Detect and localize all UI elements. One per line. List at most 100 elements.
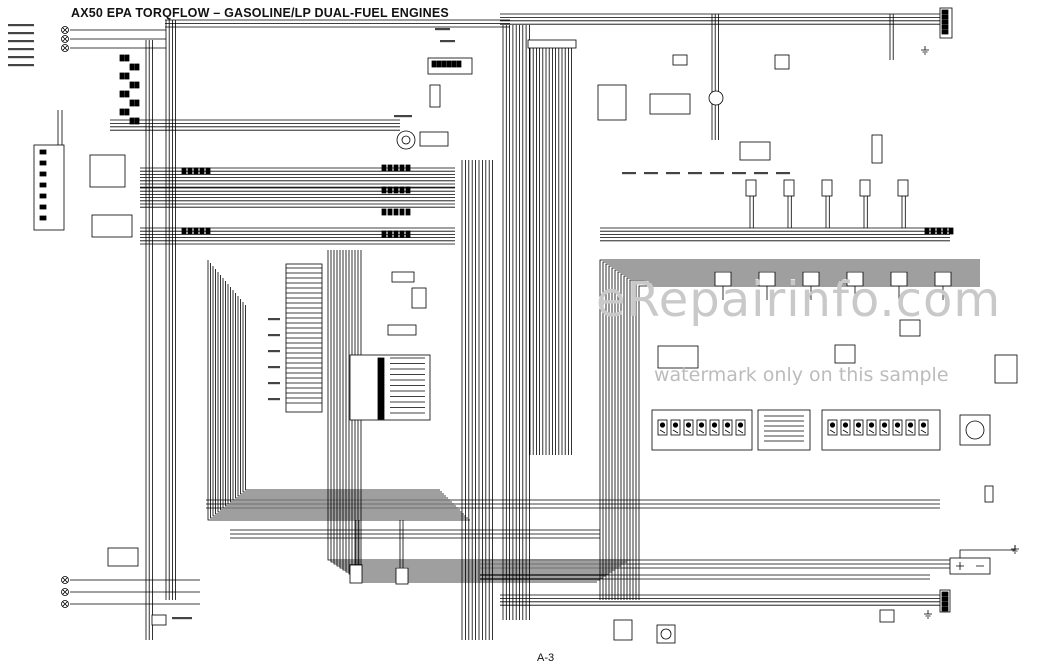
lower-left-part [151, 614, 167, 626]
connector-pin [193, 167, 199, 175]
connector-pin [205, 227, 211, 235]
sensor-connector [897, 179, 909, 197]
bottom-right-part [879, 609, 895, 623]
relay-coil [907, 422, 914, 428]
connector-pin [39, 171, 47, 177]
relay-contact [894, 429, 901, 434]
illegible-caption [644, 172, 658, 175]
battery-polarity [956, 562, 984, 570]
sensor-connector [821, 179, 833, 197]
connector-pin [181, 227, 187, 235]
relay-coil [868, 422, 875, 428]
relay-contact [842, 429, 849, 434]
relay-coil [829, 422, 836, 428]
connector-pin [119, 108, 125, 116]
connector-pin [124, 90, 130, 98]
lamp-filament [62, 601, 68, 607]
solenoid-valve [714, 271, 732, 287]
relay-coil [894, 422, 901, 428]
wire [330, 250, 627, 563]
wire [342, 250, 615, 571]
lamp-filament [62, 36, 68, 42]
alternator-symbol [965, 420, 985, 440]
connector-pin [399, 186, 405, 194]
wire [345, 250, 612, 573]
connector-pin [405, 164, 411, 172]
relay-contact [737, 429, 744, 434]
connector-pin [377, 370, 385, 376]
illegible-caption [8, 32, 34, 35]
connector-pin [381, 230, 387, 238]
connector-pin [39, 182, 47, 188]
ground-symbol [1011, 545, 1019, 554]
illegible-caption [8, 48, 34, 51]
wire [217, 272, 462, 513]
relay-coil [855, 422, 862, 428]
connector-pin [405, 186, 411, 194]
connector-pin [181, 167, 187, 175]
ground-symbol [924, 610, 932, 619]
wire [215, 269, 464, 515]
bottom-sensor-b [395, 567, 409, 585]
left-relay-block [91, 214, 133, 238]
illegible-caption [268, 350, 280, 353]
connector-pin [205, 167, 211, 175]
connector-pin [39, 215, 47, 221]
connector-pin [393, 164, 399, 172]
relay-coil [724, 422, 731, 428]
right-mid-connector [899, 319, 921, 337]
connector-pin [377, 392, 385, 398]
solenoid-valve [758, 271, 776, 287]
relay-contact [672, 429, 679, 434]
relay-coil [672, 422, 679, 428]
ignition-connector [419, 131, 449, 147]
connector-pin [377, 366, 385, 372]
illegible-caption [666, 172, 680, 175]
illegible-caption [394, 115, 412, 118]
mid-connector-a [391, 271, 415, 283]
wire [602, 261, 980, 600]
wire [210, 263, 468, 519]
connector-pin [39, 193, 47, 199]
relay-contact [685, 429, 692, 434]
connector-pin [134, 81, 140, 89]
wire [240, 299, 444, 495]
wire [638, 285, 980, 600]
component-symbols [8, 7, 1019, 644]
connector-pin [39, 160, 47, 166]
lamp-filament [62, 27, 68, 33]
relay-coil [685, 422, 692, 428]
relay-coil [842, 422, 849, 428]
top-right-switch [774, 54, 790, 70]
illegible-caption [268, 334, 280, 337]
relay-contact [855, 429, 862, 434]
wire [207, 260, 470, 521]
watermark-logo: eRepairinfo.com [596, 272, 1002, 328]
connector-pin [436, 60, 442, 68]
gauge-module [597, 84, 627, 121]
dash-connector [739, 141, 771, 161]
sensor-connector [859, 179, 871, 197]
connector-pin [199, 167, 205, 175]
wire [245, 305, 440, 491]
connector-pin [941, 591, 949, 597]
fuel-pump-motor [660, 628, 672, 640]
connector-pin [941, 29, 949, 35]
connector-pin [393, 208, 399, 216]
wire [225, 281, 456, 507]
illegible-caption [268, 318, 280, 321]
wire [608, 265, 980, 600]
relay-contact [920, 429, 927, 434]
flasher [672, 54, 688, 66]
wire [235, 293, 448, 499]
connector-pin [377, 397, 385, 403]
connector-pin [924, 227, 930, 235]
wire [336, 250, 621, 567]
left-module [89, 154, 126, 188]
left-switch-cluster [33, 144, 65, 231]
connector-pin [124, 108, 130, 116]
connector-pin [393, 186, 399, 194]
relay-coil [711, 422, 718, 428]
illegible-caption [268, 366, 280, 369]
watermark-note: watermark only on this sample [654, 364, 949, 386]
